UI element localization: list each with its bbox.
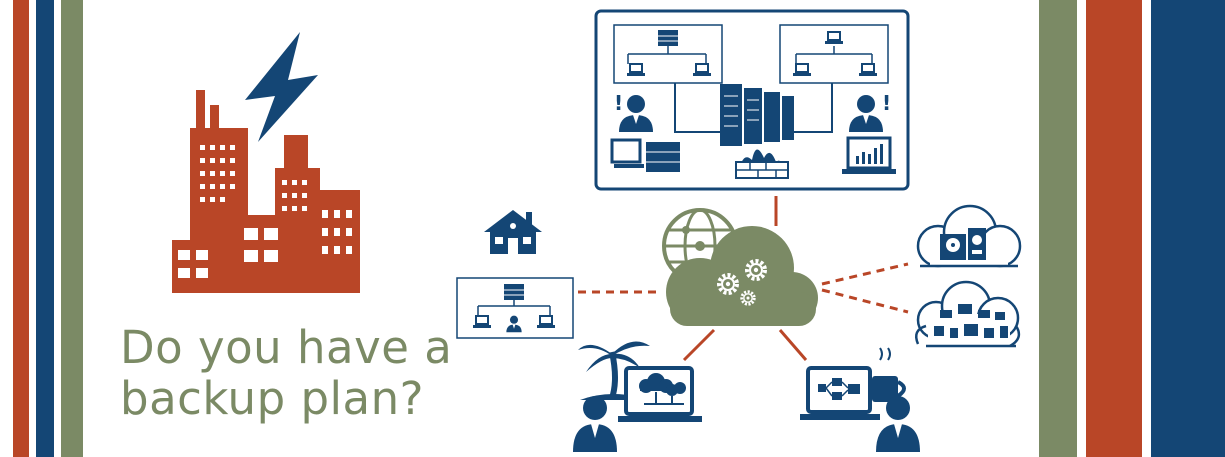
lightning-bolt-icon — [245, 32, 318, 142]
data-cloud-icon — [915, 280, 1021, 348]
headline-line-2: backup plan? — [120, 372, 424, 425]
house-icon — [484, 210, 542, 254]
hard-drive-cloud-icon — [916, 204, 1022, 268]
svg-text:!: ! — [882, 91, 891, 115]
laptop-cloud-icon — [618, 366, 702, 422]
laptop-workflow-icon — [800, 366, 880, 420]
right-stripe-green — [1039, 0, 1077, 457]
city-skyline-icon — [172, 90, 360, 293]
cloud-gears-icon — [662, 208, 818, 326]
left-stripe-red — [13, 0, 29, 457]
person-icon — [573, 396, 617, 452]
svg-text:!: ! — [614, 91, 623, 115]
coffee-cup-icon — [872, 347, 906, 402]
headline-line-1: Do you have a — [120, 321, 453, 374]
left-stripe-green — [61, 0, 83, 457]
person-icon — [876, 396, 920, 452]
office-network-icon: ! ! — [594, 9, 910, 191]
home-network-icon — [456, 277, 574, 339]
firewall-icon — [735, 149, 789, 179]
headline: Do you have a backup plan? — [120, 322, 452, 424]
right-stripe-navy — [1151, 0, 1225, 457]
left-stripe-navy — [36, 0, 54, 457]
right-stripe-red — [1086, 0, 1142, 457]
server-rack-icon — [720, 84, 794, 146]
